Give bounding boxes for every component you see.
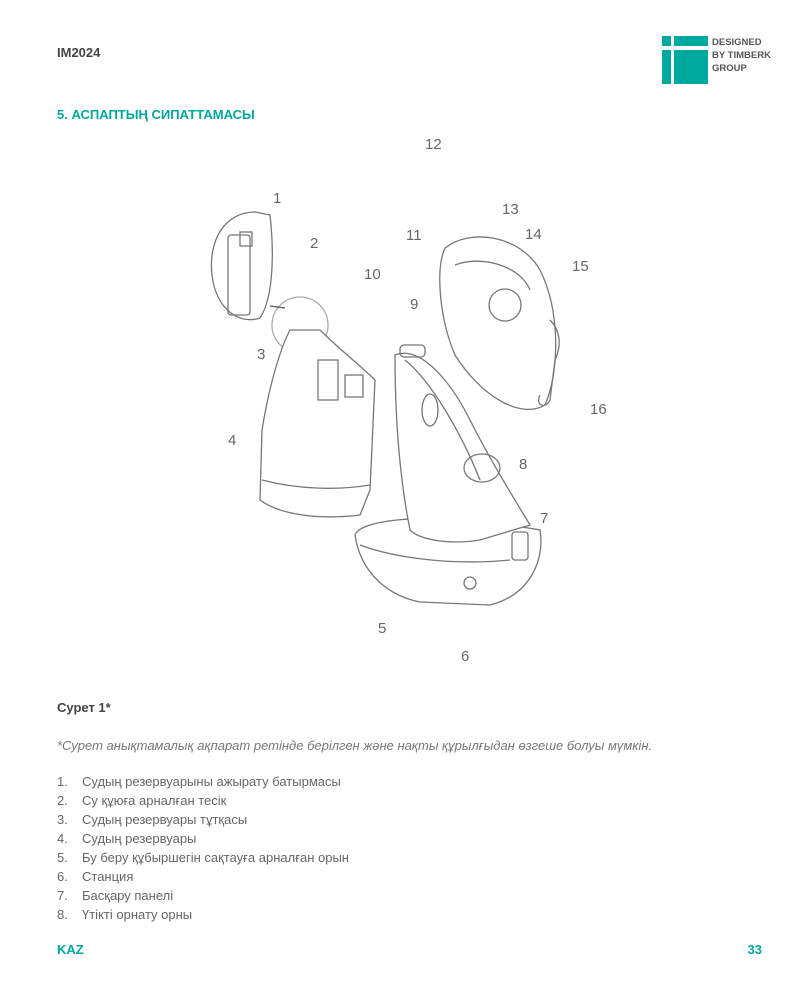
- callout-3: 3: [257, 346, 266, 363]
- section-title: 5. АСПАПТЫҢ СИПАТТАМАСЫ: [57, 107, 255, 122]
- brand-logo: DESIGNED BY TIMBERK GROUP: [662, 36, 782, 88]
- list-item: 6.Станция: [57, 869, 134, 884]
- list-item: 8.Үтікті орнату орны: [57, 907, 193, 922]
- list-item: 5.Бу беру құбыршегін сақтауға арналған о…: [57, 850, 349, 865]
- callout-2: 2: [310, 235, 319, 252]
- model-name: IM2024: [57, 45, 101, 60]
- list-item: 1.Судың резервуарыны ажырату батырмасы: [57, 774, 341, 789]
- footer-language: KAZ: [57, 942, 84, 957]
- callout-9: 9: [410, 296, 419, 313]
- page-number: 33: [747, 942, 762, 957]
- logo-text: DESIGNED BY TIMBERK GROUP: [712, 37, 771, 74]
- callout-10: 10: [364, 266, 381, 283]
- callout-5: 5: [378, 620, 387, 637]
- callout-8: 8: [519, 456, 528, 473]
- list-item: 2.Су құюға арналған тесік: [57, 793, 227, 808]
- callout-4: 4: [228, 432, 237, 449]
- callout-1: 1: [273, 190, 282, 207]
- callout-6: 6: [461, 648, 470, 665]
- callout-7: 7: [540, 510, 549, 527]
- list-item: 7.Басқару панелі: [57, 888, 174, 903]
- callout-16: 16: [590, 401, 607, 418]
- figure-note: *Сурет анықтамалық ақпарат ретінде беріл…: [57, 738, 653, 753]
- figure-caption: Сурет 1*: [57, 700, 111, 715]
- callout-12: 12: [425, 136, 442, 153]
- callout-11: 11: [406, 227, 422, 244]
- callout-14: 14: [525, 226, 542, 243]
- parts-list: 1.Судың резервуарыны ажырату батырмасы 2…: [57, 772, 349, 924]
- list-item: 4.Судың резервуары: [57, 831, 197, 846]
- callout-13: 13: [502, 201, 519, 218]
- list-item: 3.Судың резервуары тұтқасы: [57, 812, 248, 827]
- device-illustration: 1 2 3 4 5 6 7 8 9 10 11 12 13 14 15 16: [0, 130, 800, 680]
- callout-15: 15: [572, 258, 589, 275]
